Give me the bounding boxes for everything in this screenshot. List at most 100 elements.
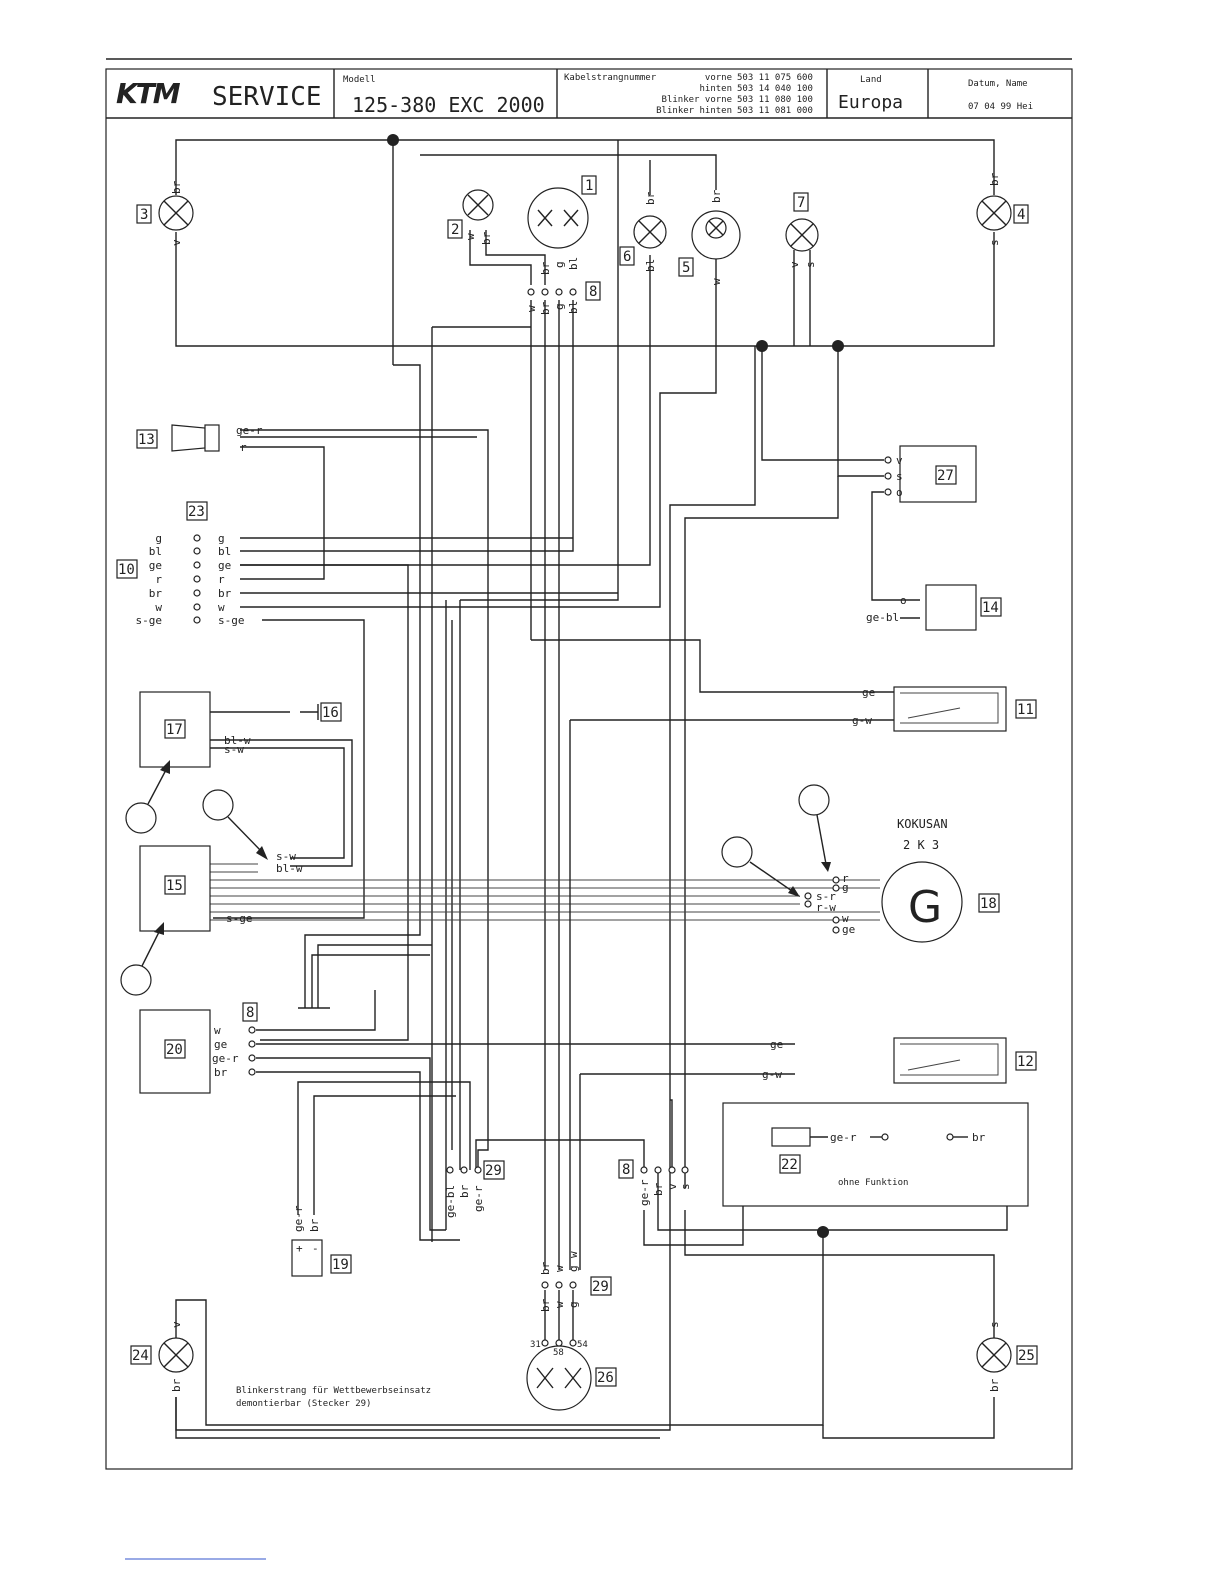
c23-left-6: s-ge — [136, 614, 163, 627]
num-16: 16 — [322, 705, 339, 721]
num-11: 11 — [1017, 702, 1034, 718]
kabel-name-0: vorne — [705, 73, 732, 83]
lbl-29-gebl: ge-bl — [444, 1185, 457, 1218]
num-13: 13 — [138, 432, 155, 448]
lbl-24-v: v — [170, 1321, 183, 1328]
pin-31: 31 — [530, 1340, 541, 1350]
lbl-8-g: g — [553, 303, 566, 310]
c23-left-0: g — [155, 532, 162, 545]
num-18: 18 — [980, 896, 997, 912]
num-15: 15 — [166, 878, 183, 894]
box-ohne-funktion — [722, 1102, 1029, 1207]
lbl-3-br: br — [170, 180, 183, 194]
num-25: 25 — [1018, 1348, 1035, 1364]
lamp-6 — [633, 215, 667, 249]
lbl-12-ge: ge — [770, 1038, 783, 1051]
lbl-29b-w-top2: w — [567, 1251, 580, 1258]
c23-right-5: w — [218, 601, 225, 614]
gen-symbol: G — [908, 882, 942, 933]
lbl-3-v: v — [170, 239, 183, 246]
lbl-17-sw: s-w — [224, 743, 244, 756]
lbl-29b-g: g — [567, 1301, 580, 1308]
kabel-name-2: Blinker vorne — [662, 95, 732, 105]
lbl-17-blw: bl-w — [224, 734, 251, 747]
num-8-bottom: 8 — [622, 1162, 630, 1178]
gen-wire-3: r-w — [816, 901, 836, 914]
lamp-26-taillight — [526, 1345, 592, 1411]
c23-right-2: ge — [218, 559, 231, 572]
lbl-15-sge: s-ge — [226, 912, 253, 925]
datum-label: Datum, Name — [968, 79, 1028, 89]
lbl-4-br: br — [988, 172, 1001, 186]
connector-pins — [193, 288, 892, 1347]
generator-18 — [881, 861, 963, 943]
lbl-29b-br-top: br — [539, 1261, 552, 1275]
gen-model: 2 K 3 — [903, 838, 939, 852]
gen-wire-0: r — [842, 872, 849, 885]
box-12 — [893, 1037, 1007, 1084]
battery-plus: + — [296, 1242, 303, 1255]
lbl-2-br: br — [480, 231, 493, 245]
num-24: 24 — [132, 1348, 149, 1364]
service-title: SERVICE — [212, 82, 322, 112]
c20-3: br — [214, 1066, 228, 1079]
lbl-29b-w: w — [553, 1301, 566, 1308]
num-4: 4 — [1017, 207, 1025, 223]
c20-2: ge-r — [212, 1052, 239, 1065]
c23-left-5: w — [155, 601, 162, 614]
land-label: Land — [860, 75, 882, 85]
lamp-24 — [158, 1337, 194, 1373]
pointer-circle-gen-top — [798, 784, 830, 816]
splice-points — [387, 134, 844, 1238]
c23-left-3: r — [155, 573, 162, 586]
splice-right-2 — [832, 340, 844, 352]
lbl-27-s: s — [896, 470, 903, 483]
lamp-7 — [785, 218, 819, 252]
lbl-15-sw: s-w — [276, 850, 296, 863]
num-12: 12 — [1017, 1054, 1034, 1070]
lamp-3 — [158, 195, 194, 231]
lbl-19-ger: ge-r — [292, 1205, 305, 1232]
note-line-2: demontierbar (Stecker 29) — [236, 1399, 371, 1409]
num-19: 19 — [332, 1257, 349, 1273]
gen-wire-4: w — [842, 912, 849, 925]
horn-13 — [171, 424, 206, 452]
kabel-name-3: Blinker hinten — [656, 106, 732, 116]
pin-58: 58 — [553, 1348, 564, 1358]
lbl-8-br: br — [539, 301, 552, 315]
lbl-11-gw: g-w — [852, 714, 872, 727]
c20-1: ge — [214, 1038, 227, 1051]
gen-wire-5: ge — [842, 923, 855, 936]
gen-maker: KOKUSAN — [897, 817, 948, 831]
num-8-left: 8 — [246, 1005, 254, 1021]
lamp-25 — [976, 1337, 1012, 1373]
lbl-29-ger: ge-r — [472, 1185, 485, 1212]
c23-right-0: g — [218, 532, 225, 545]
lbl-8b-v: v — [666, 1183, 679, 1190]
lbl-11-ge: ge — [862, 686, 875, 699]
num-27: 27 — [937, 468, 954, 484]
lbl-8-bl: bl — [567, 301, 580, 314]
title-block: KTM SERVICE Modell 125-380 EXC 2000 Kabe… — [116, 73, 1033, 117]
lbl-7-v: v — [788, 261, 801, 268]
land-value: Europa — [838, 92, 903, 113]
component-numbers: 1 2 3 4 5 6 7 8 8 8 10 11 12 13 14 15 16… — [116, 175, 1038, 1387]
lbl-8b-ger: ge-r — [638, 1179, 651, 1206]
kabel-label: Kabelstrangnummer — [564, 73, 657, 83]
num-26: 26 — [597, 1370, 614, 1386]
pointer-circle-17 — [125, 802, 157, 834]
lbl-24-br: br — [170, 1378, 183, 1392]
lbl-29-br: br — [458, 1184, 471, 1198]
lbl-19-br: br — [308, 1218, 321, 1232]
component-boxes — [120, 424, 1029, 1277]
num-29-upper: 29 — [485, 1163, 502, 1179]
c23-right-1: bl — [218, 545, 231, 558]
lamp-1-headlight — [527, 187, 589, 249]
lbl-1-bl: bl — [567, 257, 580, 270]
lbl-14-o: o — [900, 594, 907, 607]
battery-19 — [291, 1239, 323, 1277]
num-29-lower: 29 — [592, 1279, 609, 1295]
lbl-27-v: v — [896, 454, 903, 467]
c23-right-6: s-ge — [218, 614, 245, 627]
pin-54: 54 — [577, 1340, 588, 1350]
